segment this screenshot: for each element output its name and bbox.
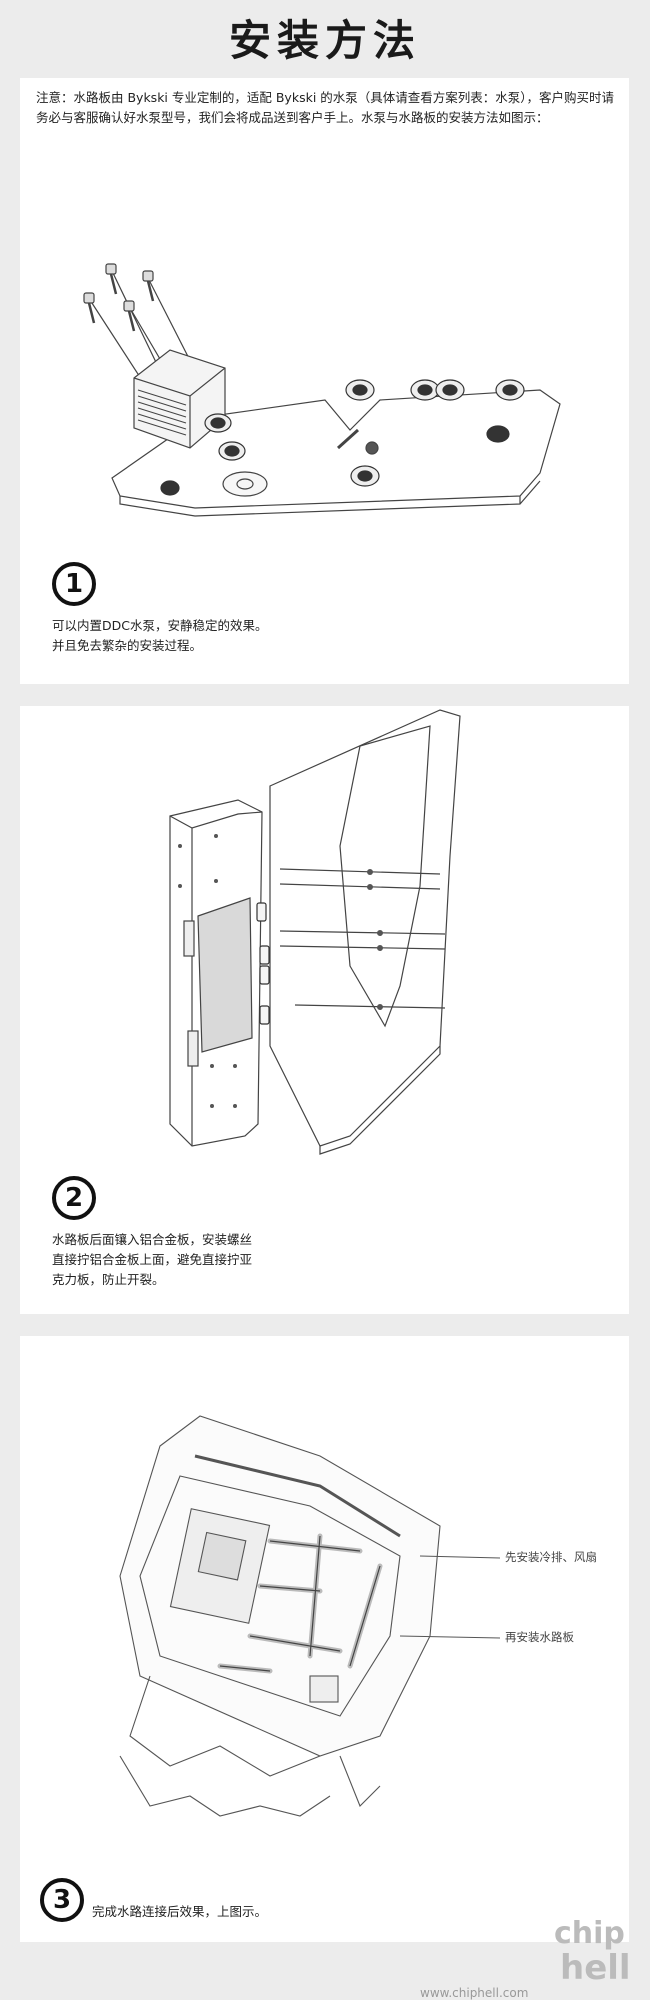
callout-water-plate: 再安装水路板	[505, 1630, 574, 1644]
step-2-line-1: 水路板后面镶入铝合金板，安装螺丝	[52, 1232, 253, 1247]
svg-text:hell: hell	[560, 1948, 631, 1985]
step-2-panel: 2 水路板后面镶入铝合金板，安装螺丝 直接拧铝合金板上面，避免直接拧亚 克力板，…	[20, 706, 629, 1314]
step-3-description: 完成水路连接后效果，上图示。	[92, 1902, 392, 1922]
intro-text: 注意：水路板由 Bykski 专业定制的，适配 Bykski 的水泵（具体请查看…	[36, 90, 615, 125]
callout-radiator-fan: 先安装冷排、风扇	[505, 1550, 597, 1564]
step-2-line-2: 直接拧铝合金板上面，避免直接拧亚	[52, 1252, 253, 1267]
step-1-badge: 1	[52, 562, 96, 606]
assembled-case-illustration	[119, 1415, 501, 1817]
step-3-line-1: 完成水路连接后效果，上图示。	[92, 1904, 268, 1919]
page-title: 安装方法	[228, 16, 421, 65]
step-1-description: 可以内置DDC水泵，安静稳定的效果。 并且免去繁杂的安装过程。	[52, 616, 452, 656]
watermark-url: www.chiphell.com	[420, 1986, 529, 2000]
aluminum-plate-illustration	[169, 709, 461, 1155]
step-2-line-3: 克力板，防止开裂。	[52, 1272, 165, 1287]
step-1-line-1: 可以内置DDC水泵，安静稳定的效果。	[52, 618, 268, 633]
step-2-description: 水路板后面镶入铝合金板，安装螺丝 直接拧铝合金板上面，避免直接拧亚 克力板，防止…	[52, 1230, 352, 1290]
step-3-panel: 先安装冷排、风扇 再安装水路板 3 完成水路连接后效果，上图示。	[20, 1336, 629, 1942]
svg-text:chip: chip	[554, 1916, 625, 1951]
chiphell-logo-icon: chip hell	[554, 1916, 631, 1985]
step-2-badge: 2	[52, 1176, 96, 1220]
step-1-line-2: 并且免去繁杂的安装过程。	[52, 638, 203, 653]
step-3-badge: 3	[40, 1878, 84, 1922]
step-1-panel: 注意：水路板由 Bykski 专业定制的，适配 Bykski 的水泵（具体请查看…	[20, 78, 629, 684]
pump-plate-illustration	[83, 263, 561, 517]
